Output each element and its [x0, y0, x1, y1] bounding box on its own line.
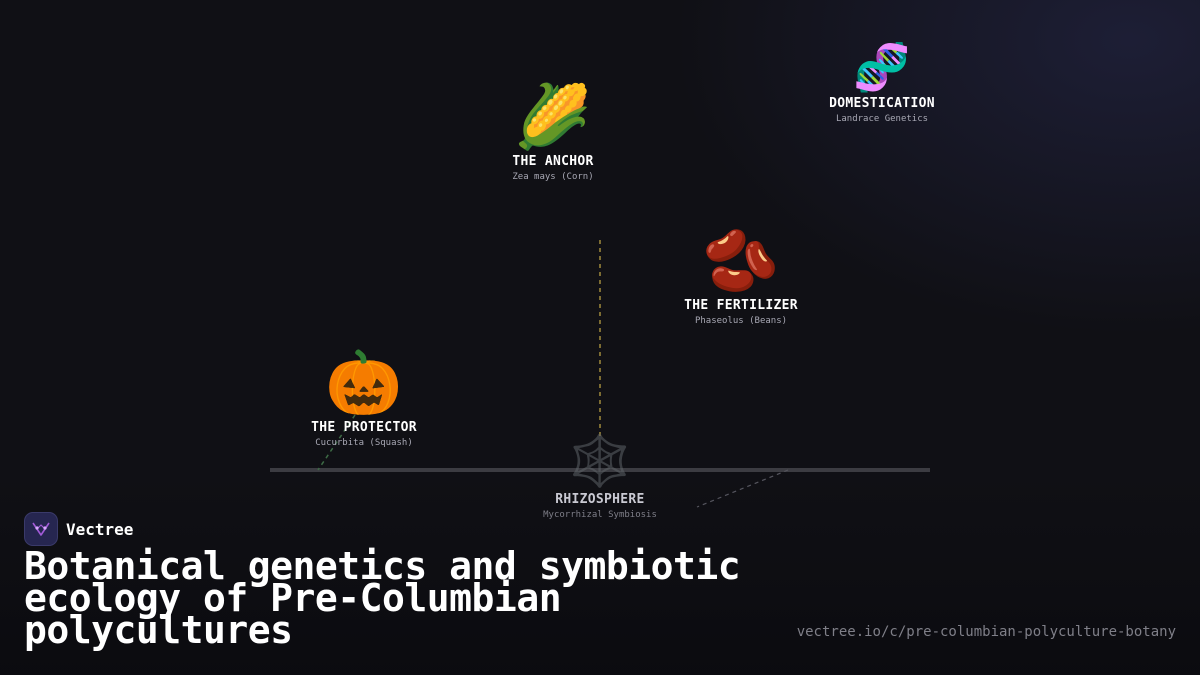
fertilizer-root-connector: [696, 469, 789, 508]
page-url[interactable]: vectree.io/c/pre-columbian-polyculture-b…: [796, 624, 1176, 640]
node-anchor-title: THE ANCHOR: [512, 154, 594, 169]
node-domestication-title: DOMESTICATION: [829, 96, 935, 111]
node-domestication[interactable]: 🧬 DOMESTICATION Landrace Genetics: [829, 44, 935, 124]
node-domestication-subtitle: Landrace Genetics: [835, 114, 929, 124]
squash-icon: 🎃: [325, 346, 403, 419]
node-fertilizer-title: THE FERTILIZER: [684, 298, 798, 313]
page-title: Botanical genetics and symbiotic ecology…: [24, 544, 741, 652]
node-anchor[interactable]: 🌽 THE ANCHOR Zea mays (Corn): [512, 80, 594, 183]
corn-icon: 🌽: [514, 80, 592, 153]
node-protector[interactable]: 🎃 THE PROTECTOR Cucurbita (Squash): [311, 346, 417, 449]
dna-icon: 🧬: [853, 40, 911, 94]
beans-icon: 🫘: [702, 224, 780, 297]
protector-root-connector: [317, 414, 356, 471]
brand[interactable]: Vectree: [24, 512, 133, 546]
node-rhizosphere-subtitle: Mycorrhizal Symbiosis: [543, 510, 657, 520]
node-anchor-subtitle: Zea mays (Corn): [512, 172, 594, 182]
web-icon: 🕸️: [568, 432, 632, 490]
brand-name: Vectree: [66, 519, 134, 539]
node-fertilizer[interactable]: 🫘 THE FERTILIZER Phaseolus (Beans): [684, 224, 798, 327]
node-protector-subtitle: Cucurbita (Squash): [315, 438, 413, 448]
node-rhizosphere[interactable]: 🕸️ RHIZOSPHERE Mycorrhizal Symbiosis: [543, 436, 657, 520]
node-fertilizer-subtitle: Phaseolus (Beans): [694, 316, 788, 326]
node-rhizosphere-title: RHIZOSPHERE: [555, 492, 645, 507]
vectree-logo-icon: [24, 512, 58, 546]
node-protector-title: THE PROTECTOR: [311, 420, 417, 435]
